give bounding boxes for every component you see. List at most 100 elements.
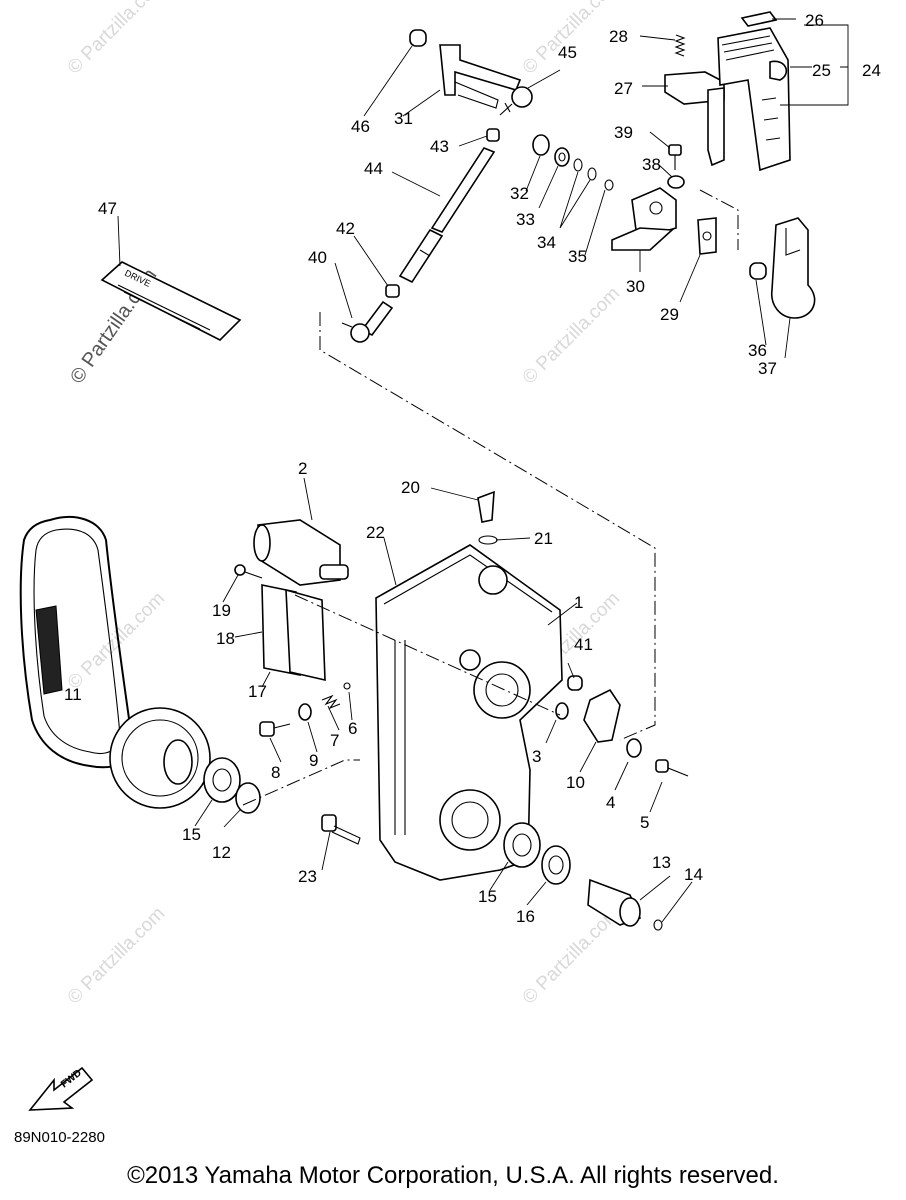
part-15-bearing — [503, 822, 541, 868]
watermark: © Partzilla.com — [64, 903, 169, 1008]
copyright-notice: ©2013 Yamaha Motor Corporation, U.S.A. A… — [127, 1162, 779, 1189]
reference-lines — [242, 189, 739, 806]
part-8-bolt — [259, 721, 291, 737]
callout-38: 38 — [642, 155, 661, 174]
part-47-decal: DRIVE — [100, 261, 242, 341]
part-7-spring — [321, 694, 341, 710]
callout-45: 45 — [558, 43, 577, 62]
part-27-lever-body — [664, 71, 725, 167]
part-44-rod — [398, 147, 496, 284]
part-28-spring — [674, 34, 686, 57]
part-34-rings — [573, 158, 597, 181]
part-40-rod-end — [341, 300, 394, 343]
callout-41: 41 — [574, 635, 593, 654]
part-11-chain — [19, 515, 134, 769]
part-13-shaft — [587, 878, 642, 927]
part-43-nut — [486, 128, 500, 142]
callout-40: 40 — [308, 248, 327, 267]
part-25-cap — [769, 60, 788, 81]
callout-29: 29 — [660, 305, 679, 324]
part-17-gasket — [285, 588, 326, 682]
watermark: © Partzilla.com — [519, 283, 624, 388]
callout-37: 37 — [758, 359, 777, 378]
fwd-arrow-icon: FWD — [28, 1066, 94, 1111]
callout-11: 11 — [64, 685, 82, 704]
watermark: © Partzilla.com — [64, 588, 169, 693]
callout-19: 19 — [212, 601, 231, 620]
part-39-bolt — [668, 144, 682, 170]
part-20-plug — [477, 490, 495, 523]
callout-36: 36 — [748, 341, 767, 360]
callout-17: 17 — [248, 682, 267, 701]
part-2-shaft — [253, 519, 349, 586]
callout-22: 22 — [366, 523, 385, 542]
part-21-oring — [478, 535, 498, 545]
part-41-nut — [567, 675, 583, 691]
callout-7: 7 — [330, 731, 339, 750]
callout-42: 42 — [336, 219, 355, 238]
callout-39: 39 — [614, 123, 633, 142]
part-12-bushing — [235, 782, 261, 814]
callout-12: 12 — [212, 843, 231, 862]
part-10-arm — [583, 688, 621, 743]
part-14-clip — [653, 919, 663, 931]
part-35-washer — [604, 179, 614, 191]
callout-23: 23 — [298, 867, 317, 886]
part-36-nut — [749, 262, 767, 280]
part-5-bolt — [655, 759, 689, 777]
callout-18: 18 — [216, 629, 235, 648]
callout-9: 9 — [309, 751, 318, 770]
callout-10: 10 — [566, 773, 585, 792]
part-16-seal — [541, 845, 571, 885]
part-19-bolt — [234, 564, 263, 579]
part-45-ball-joint — [499, 86, 533, 116]
callout-24: 24 — [862, 61, 881, 80]
callout-2: 2 — [298, 459, 307, 478]
part-26-pad — [740, 11, 778, 27]
part-3-washer — [555, 702, 569, 720]
callout-47: 47 — [98, 199, 117, 218]
callout-25: 25 — [812, 61, 831, 80]
sprocket — [109, 707, 211, 809]
watermark: © Partzilla.com — [64, 0, 169, 79]
part-46-cap — [409, 29, 427, 47]
part-6-ball — [343, 682, 351, 690]
diagram-code: 89N010-2280 — [14, 1129, 105, 1146]
callout-33: 33 — [516, 210, 535, 229]
callout-30: 30 — [626, 277, 645, 296]
callout-44: 44 — [364, 159, 383, 178]
callout-32: 32 — [510, 184, 529, 203]
callout-15b: 15 — [478, 887, 497, 906]
part-23-bolt — [321, 814, 361, 845]
callout-6: 6 — [348, 719, 357, 738]
callout-8: 8 — [271, 763, 280, 782]
callout-28: 28 — [609, 27, 628, 46]
part-15-bearing — [203, 757, 241, 803]
part-4-washer — [626, 738, 642, 758]
callout-26: 26 — [805, 11, 824, 30]
callout-43: 43 — [430, 137, 449, 156]
part-33-washer — [554, 147, 570, 167]
callout-14: 14 — [684, 865, 703, 884]
part-32-washer — [532, 134, 550, 156]
part-1-case — [375, 544, 563, 881]
callout-15a: 15 — [182, 825, 201, 844]
callout-34: 34 — [537, 233, 556, 252]
part-29-plate — [697, 217, 717, 255]
callout-1: 1 — [574, 593, 583, 612]
callout-21: 21 — [534, 529, 553, 548]
leader-lines — [117, 18, 849, 923]
part-42-nut — [385, 284, 400, 298]
callout-31: 31 — [394, 109, 413, 128]
part-9-washer — [298, 703, 312, 721]
callouts: 1 2 3 4 5 6 7 8 9 10 11 12 13 14 15 15 1… — [64, 11, 881, 926]
callout-16: 16 — [516, 907, 535, 926]
part-38-collar — [667, 175, 685, 189]
callout-3: 3 — [532, 747, 541, 766]
callout-46: 46 — [351, 117, 370, 136]
callout-35: 35 — [568, 247, 587, 266]
callout-20: 20 — [401, 478, 420, 497]
part-24-handle — [717, 27, 791, 172]
callout-27: 27 — [614, 79, 633, 98]
